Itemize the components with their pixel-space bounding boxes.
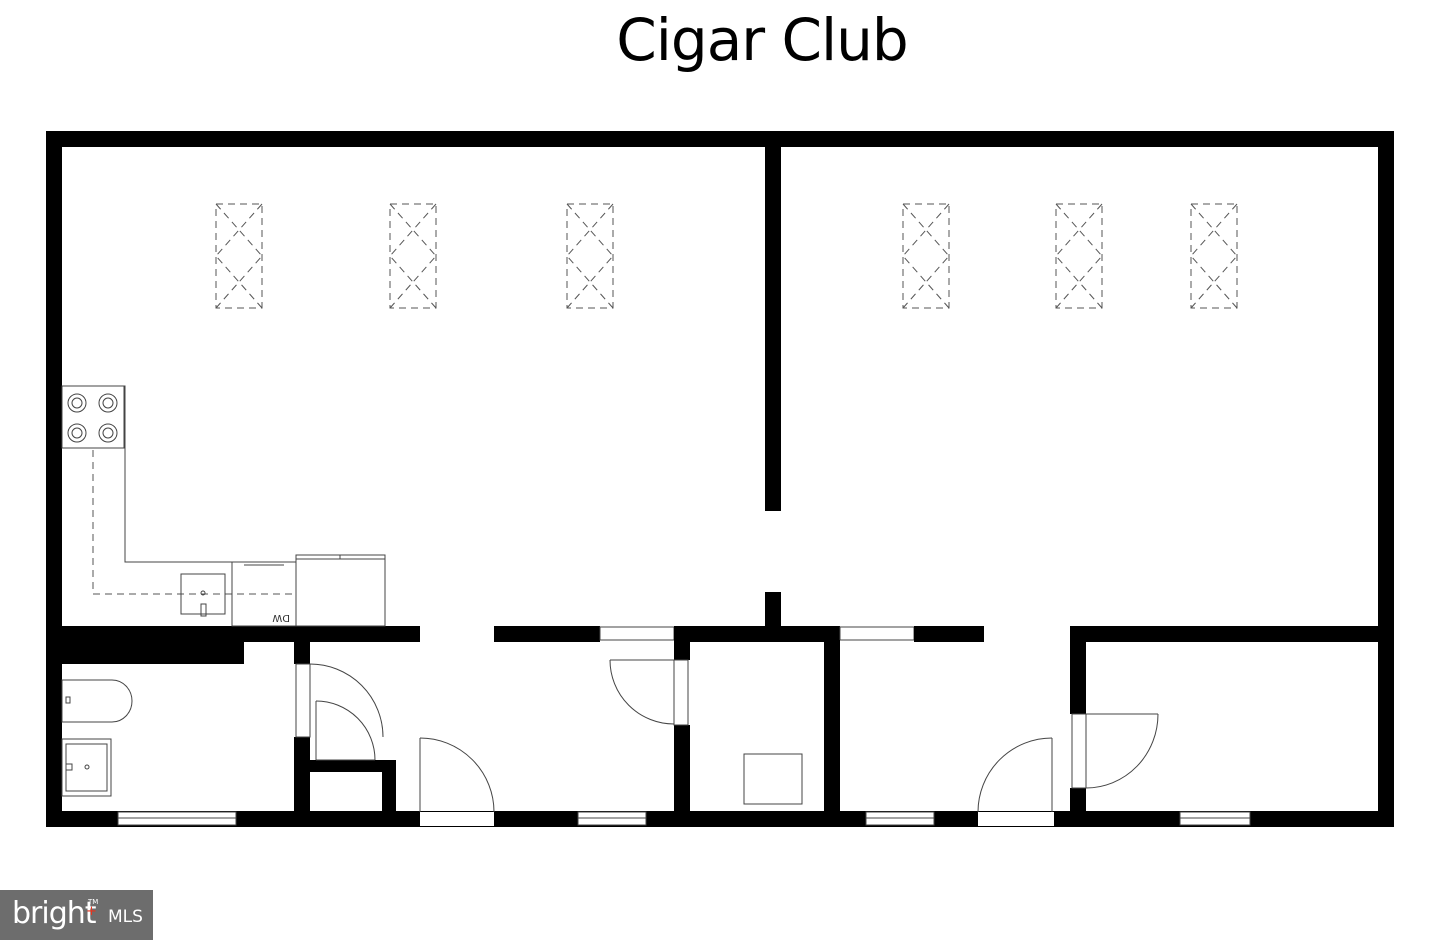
watermark-mls: MLS	[108, 907, 143, 927]
door-swing-icon	[295, 663, 384, 738]
doors	[295, 659, 1159, 813]
door-opening	[420, 812, 494, 826]
skylights	[215, 203, 1238, 309]
watermark-trademark: TM	[88, 898, 99, 906]
skylight-icon	[215, 203, 263, 309]
skylight-icon	[1055, 203, 1103, 309]
utility-box	[743, 753, 803, 805]
central-partition	[765, 147, 781, 628]
page-title: Cigar Club	[616, 6, 908, 74]
door-swing-icon	[1071, 713, 1159, 789]
sink-icon	[180, 573, 226, 617]
stove-icon	[61, 385, 125, 449]
skylight-icon	[389, 203, 437, 309]
refrigerator	[295, 554, 386, 627]
skylight-icon	[902, 203, 950, 309]
door-swing-icon	[609, 659, 689, 726]
interior-walls	[46, 626, 1394, 817]
bottom-windows	[117, 811, 1251, 826]
sink-icon	[61, 738, 112, 797]
watermark-brand: bright	[12, 896, 97, 931]
skylight-icon	[1190, 203, 1238, 309]
skylight-icon	[566, 203, 614, 309]
door-swing-icon	[315, 700, 376, 761]
kitchen-counter	[61, 385, 386, 627]
toilet-icon	[61, 679, 133, 723]
exterior-walls	[46, 131, 1394, 827]
bathroom-fixtures	[61, 679, 133, 797]
door-swing-icon	[977, 737, 1053, 813]
watermark-plus-icon: +	[86, 904, 97, 919]
watermark: bright + TM MLS	[0, 890, 153, 940]
dishwasher-label: DW	[272, 612, 290, 623]
door-opening	[978, 812, 1054, 826]
door-swing-icon	[419, 737, 495, 813]
